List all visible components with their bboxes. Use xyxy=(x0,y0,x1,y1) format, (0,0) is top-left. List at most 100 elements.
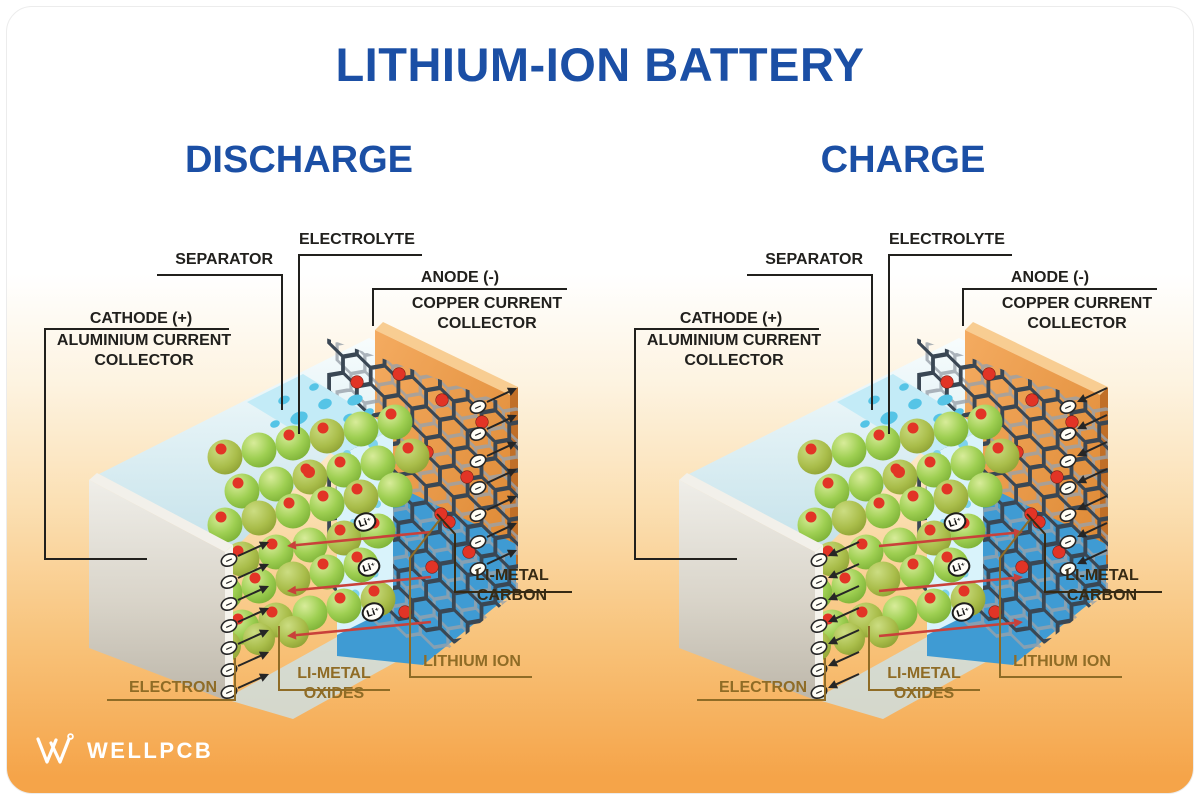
electron-icon: − xyxy=(810,552,828,568)
label-aluminium-collector: ALUMINIUM CURRENT COLLECTOR xyxy=(56,332,232,369)
electron-icon: − xyxy=(469,453,487,469)
svg-text:−: − xyxy=(1062,482,1074,495)
electron-icon: − xyxy=(220,618,238,634)
label-anode: ANODE (-) xyxy=(420,269,500,286)
label-aluminium-collector: ALUMINIUM CURRENT COLLECTOR xyxy=(646,332,822,369)
electron-icon: − xyxy=(220,662,238,678)
svg-text:−: − xyxy=(813,598,825,611)
svg-text:−: − xyxy=(1062,401,1074,414)
svg-text:−: − xyxy=(813,664,825,677)
svg-text:Li⁺: Li⁺ xyxy=(361,561,377,575)
label-separator: SEPARATOR xyxy=(175,251,273,268)
electron-icon: − xyxy=(469,426,487,442)
electron-icon: − xyxy=(810,574,828,590)
electron-icon: − xyxy=(220,574,238,590)
section-heading-discharge: DISCHARGE xyxy=(184,139,414,181)
label-lithium-ion: LITHIUM ION xyxy=(1013,653,1111,670)
electron-icon: − xyxy=(220,552,238,568)
label-cathode: CATHODE (+) xyxy=(679,310,783,327)
svg-text:−: − xyxy=(223,686,235,699)
svg-text:−: − xyxy=(1062,563,1074,576)
brand-wordmark: WELLPCB xyxy=(87,738,214,763)
svg-text:−: − xyxy=(472,455,484,468)
svg-text:−: − xyxy=(1062,455,1074,468)
svg-text:−: − xyxy=(223,642,235,655)
label-electrolyte: ELECTROLYTE xyxy=(889,231,1005,248)
electron-icon: − xyxy=(220,596,238,612)
electron-icon: − xyxy=(1059,507,1077,523)
electron-icon: − xyxy=(1059,453,1077,469)
lithium-ion-icon: Li⁺ xyxy=(951,602,975,622)
electron-icon: − xyxy=(810,596,828,612)
leader-lines xyxy=(634,254,1162,701)
label-copper-collector: COPPER CURRENT COLLECTOR xyxy=(1001,295,1153,332)
svg-text:Li⁺: Li⁺ xyxy=(357,516,373,530)
electron-icon: − xyxy=(469,507,487,523)
svg-text:−: − xyxy=(472,428,484,441)
electron-icon: − xyxy=(1059,561,1077,577)
svg-text:−: − xyxy=(223,554,235,567)
infographic-card: LITHIUM-ION BATTERY DISCHARGE CHARGE −−−… xyxy=(6,6,1194,794)
electron-icon: − xyxy=(810,662,828,678)
svg-text:−: − xyxy=(1062,509,1074,522)
label-anode: ANODE (-) xyxy=(1010,269,1090,286)
label-li-metal-oxides: LI-METAL OXIDES xyxy=(887,665,961,702)
electron-icon: − xyxy=(469,399,487,415)
svg-text:−: − xyxy=(813,642,825,655)
label-electrolyte: ELECTROLYTE xyxy=(299,231,415,248)
electron-icon: − xyxy=(469,480,487,496)
battery-scene-discharge: − − − − − − − Li⁺ Li⁺ Li⁺ − − − − − − − xyxy=(44,254,572,719)
w-mark-icon xyxy=(36,733,74,764)
section-heading-charge: CHARGE xyxy=(820,139,986,181)
leader-lines xyxy=(44,254,572,701)
label-li-metal-carbon: LI-METAL CARBON xyxy=(475,567,549,604)
svg-text:−: − xyxy=(472,563,484,576)
electron-icon: − xyxy=(1059,399,1077,415)
electron-icon: − xyxy=(1059,534,1077,550)
electron-icon: − xyxy=(220,684,238,700)
svg-text:−: − xyxy=(472,536,484,549)
label-li-metal-carbon: LI-METAL CARBON xyxy=(1065,567,1139,604)
electron-icon: − xyxy=(220,640,238,656)
svg-text:−: − xyxy=(223,664,235,677)
electron-icon: − xyxy=(1059,426,1077,442)
electron-icon: − xyxy=(1059,480,1077,496)
label-separator: SEPARATOR xyxy=(765,251,863,268)
label-electron: ELECTRON xyxy=(719,679,807,696)
svg-text:−: − xyxy=(223,598,235,611)
svg-text:Li⁺: Li⁺ xyxy=(951,561,967,575)
lithium-ion-icon: Li⁺ xyxy=(947,557,971,577)
svg-text:−: − xyxy=(472,509,484,522)
svg-text:Li⁺: Li⁺ xyxy=(365,606,381,620)
label-lithium-ion: LITHIUM ION xyxy=(423,653,521,670)
label-electron: ELECTRON xyxy=(129,679,217,696)
page-title: LITHIUM-ION BATTERY xyxy=(335,38,865,91)
svg-text:Li⁺: Li⁺ xyxy=(955,606,971,620)
battery-scene-charge: − − − − − − − Li⁺ Li⁺ Li⁺ − − − − − − − xyxy=(634,254,1162,719)
svg-text:−: − xyxy=(813,554,825,567)
svg-text:−: − xyxy=(813,576,825,589)
lithium-ion-icon: Li⁺ xyxy=(353,512,377,532)
svg-text:−: − xyxy=(813,686,825,699)
svg-text:−: − xyxy=(223,576,235,589)
lithium-ion-icon: Li⁺ xyxy=(357,557,381,577)
diagram-charge: − − − − − − − Li⁺ Li⁺ Li⁺ − − − − − − − SEPARATOR ELECTR… xyxy=(627,222,1187,722)
svg-text:−: − xyxy=(1062,428,1074,441)
label-li-metal-oxides: LI-METAL OXIDES xyxy=(297,665,371,702)
svg-text:Li⁺: Li⁺ xyxy=(947,516,963,530)
diagram-discharge: − − − − − − − Li⁺ Li⁺ Li⁺ − − − − − − − SEPARATOR ELECTR… xyxy=(37,222,597,722)
electron-icon: − xyxy=(469,561,487,577)
brand-logo: WELLPCB xyxy=(33,731,213,771)
electron-icon: − xyxy=(810,640,828,656)
electron-icon: − xyxy=(810,618,828,634)
svg-text:−: − xyxy=(1062,536,1074,549)
svg-text:−: − xyxy=(813,620,825,633)
label-copper-collector: COPPER CURRENT COLLECTOR xyxy=(411,295,563,332)
svg-text:−: − xyxy=(472,482,484,495)
electron-icon: − xyxy=(469,534,487,550)
label-cathode: CATHODE (+) xyxy=(89,310,193,327)
lithium-ion-icon: Li⁺ xyxy=(943,512,967,532)
lithium-ion-icon: Li⁺ xyxy=(361,602,385,622)
svg-text:−: − xyxy=(472,401,484,414)
